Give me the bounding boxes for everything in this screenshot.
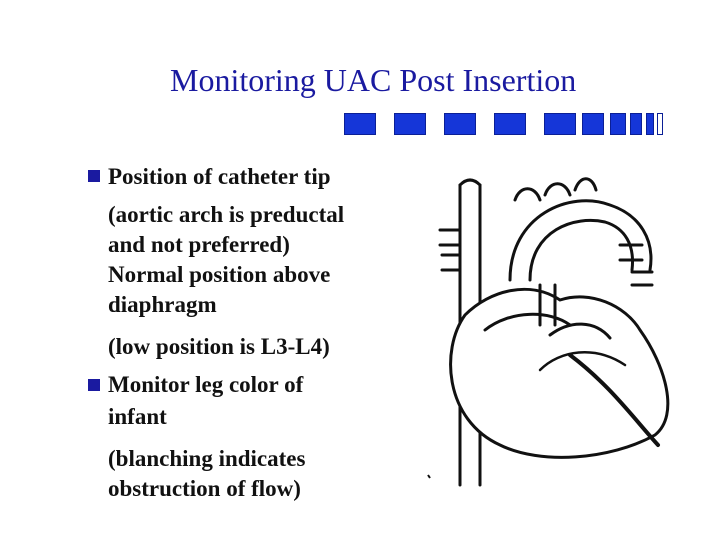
bullet-text: obstruction of flow) bbox=[108, 476, 301, 501]
bullet-text: Normal position above bbox=[108, 262, 331, 287]
bullet-square-icon bbox=[88, 170, 100, 182]
heart-anatomy-illustration bbox=[420, 160, 690, 490]
bullet-text: (blanching indicates bbox=[108, 446, 306, 471]
deco-square bbox=[344, 113, 376, 135]
bullet-text: and not preferred) bbox=[108, 232, 290, 257]
deco-square bbox=[657, 113, 663, 135]
slide-title: Monitoring UAC Post Insertion bbox=[170, 62, 577, 98]
bullet-text: Monitor leg color of bbox=[108, 372, 304, 397]
deco-square bbox=[582, 113, 604, 135]
deco-square bbox=[646, 113, 654, 135]
bullet-text: diaphragm bbox=[108, 292, 217, 317]
deco-square bbox=[494, 113, 526, 135]
deco-square bbox=[610, 113, 626, 135]
bullet-text: (aortic arch is preductal bbox=[108, 202, 345, 227]
deco-square bbox=[544, 113, 576, 135]
bullet-square-icon bbox=[88, 379, 100, 391]
title-decoration bbox=[344, 113, 666, 137]
deco-square bbox=[444, 113, 476, 135]
deco-square bbox=[630, 113, 642, 135]
deco-square bbox=[394, 113, 426, 135]
bullet-text: Position of catheter tip bbox=[108, 164, 331, 189]
bullet-text: (low position is L3-L4) bbox=[108, 334, 330, 359]
bullet-text: infant bbox=[108, 404, 167, 429]
heart-svg bbox=[427, 177, 670, 487]
